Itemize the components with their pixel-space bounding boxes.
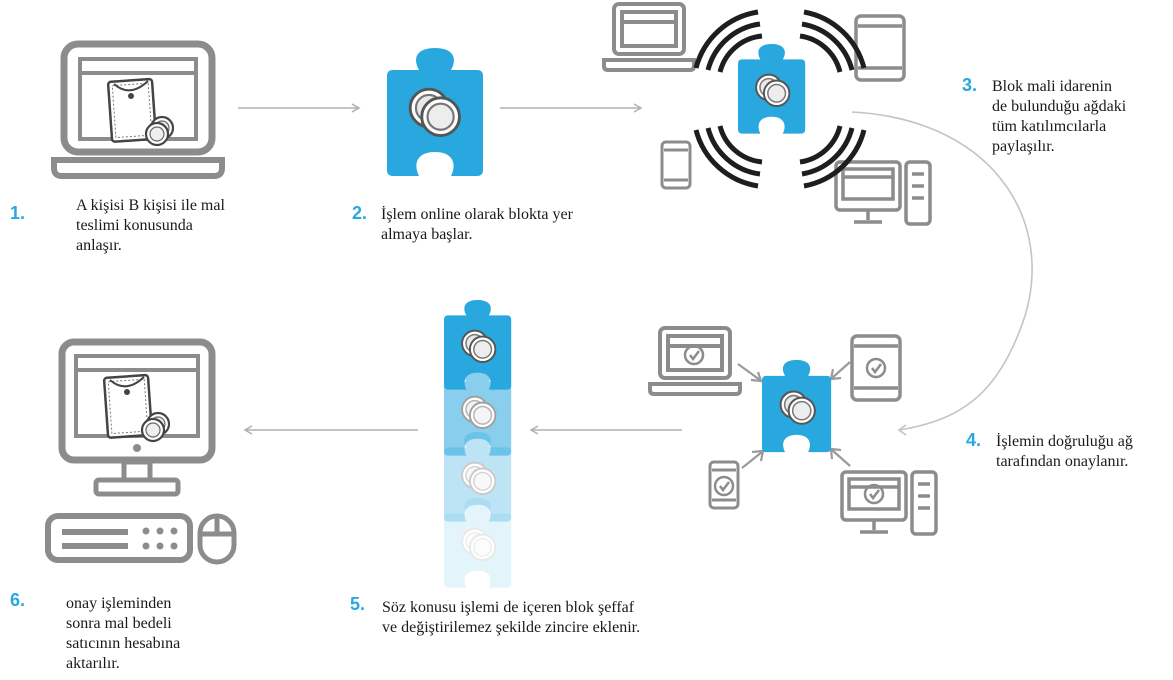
arrow-step1-to-step2 — [238, 103, 361, 113]
arrow-step4-to-step5 — [529, 425, 682, 435]
verify-desktop-icon — [840, 470, 938, 536]
network-phone-icon — [660, 140, 692, 190]
arrow-step2-to-step3 — [500, 103, 643, 113]
step4-number: 4. — [966, 430, 982, 450]
verify-tablet-icon — [850, 334, 902, 402]
arrow-step3-to-step4 — [851, 111, 1033, 436]
mouse-icon — [197, 513, 237, 565]
step2-text: İşlem online olarak blokta yer almaya ba… — [381, 206, 573, 243]
step6-text: onay işleminden sonra mal bedeli satıcın… — [66, 595, 181, 672]
verify-phone-icon — [708, 460, 740, 510]
step2-number: 2. — [352, 203, 368, 223]
step4-text: İşlemin doğruluğu ağ tarafından onaylanı… — [996, 433, 1133, 470]
arrow-step5-to-step6 — [243, 425, 418, 435]
transaction-block-puzzle-icon — [387, 48, 483, 176]
step6-number: 6. — [10, 590, 26, 610]
seller-laptop-icon — [51, 40, 225, 179]
broadcast-signal-icon — [693, 9, 867, 189]
step5-number: 5. — [350, 594, 366, 614]
broadcast-block-puzzle-icon — [738, 44, 806, 134]
verify-laptop-icon — [648, 326, 742, 396]
network-tablet-icon — [854, 14, 906, 82]
blockchain-stack-icon — [444, 300, 512, 588]
keyboard-icon — [45, 513, 193, 563]
buyer-desktop-icon — [58, 338, 216, 497]
network-desktop-icon — [834, 160, 932, 226]
step3-number: 3. — [962, 75, 978, 95]
network-laptop-icon — [602, 2, 696, 72]
verified-block-puzzle-icon — [762, 360, 832, 453]
step1-number: 1. — [10, 203, 26, 223]
step1-text: A kişisi B kişisi ile mal teslimi konusu… — [76, 197, 225, 254]
step5-text: Söz konusu işlemi de içeren blok şeffaf … — [382, 599, 641, 636]
step3-text: Blok mali idarenin de bulunduğu ağdaki t… — [992, 78, 1127, 155]
